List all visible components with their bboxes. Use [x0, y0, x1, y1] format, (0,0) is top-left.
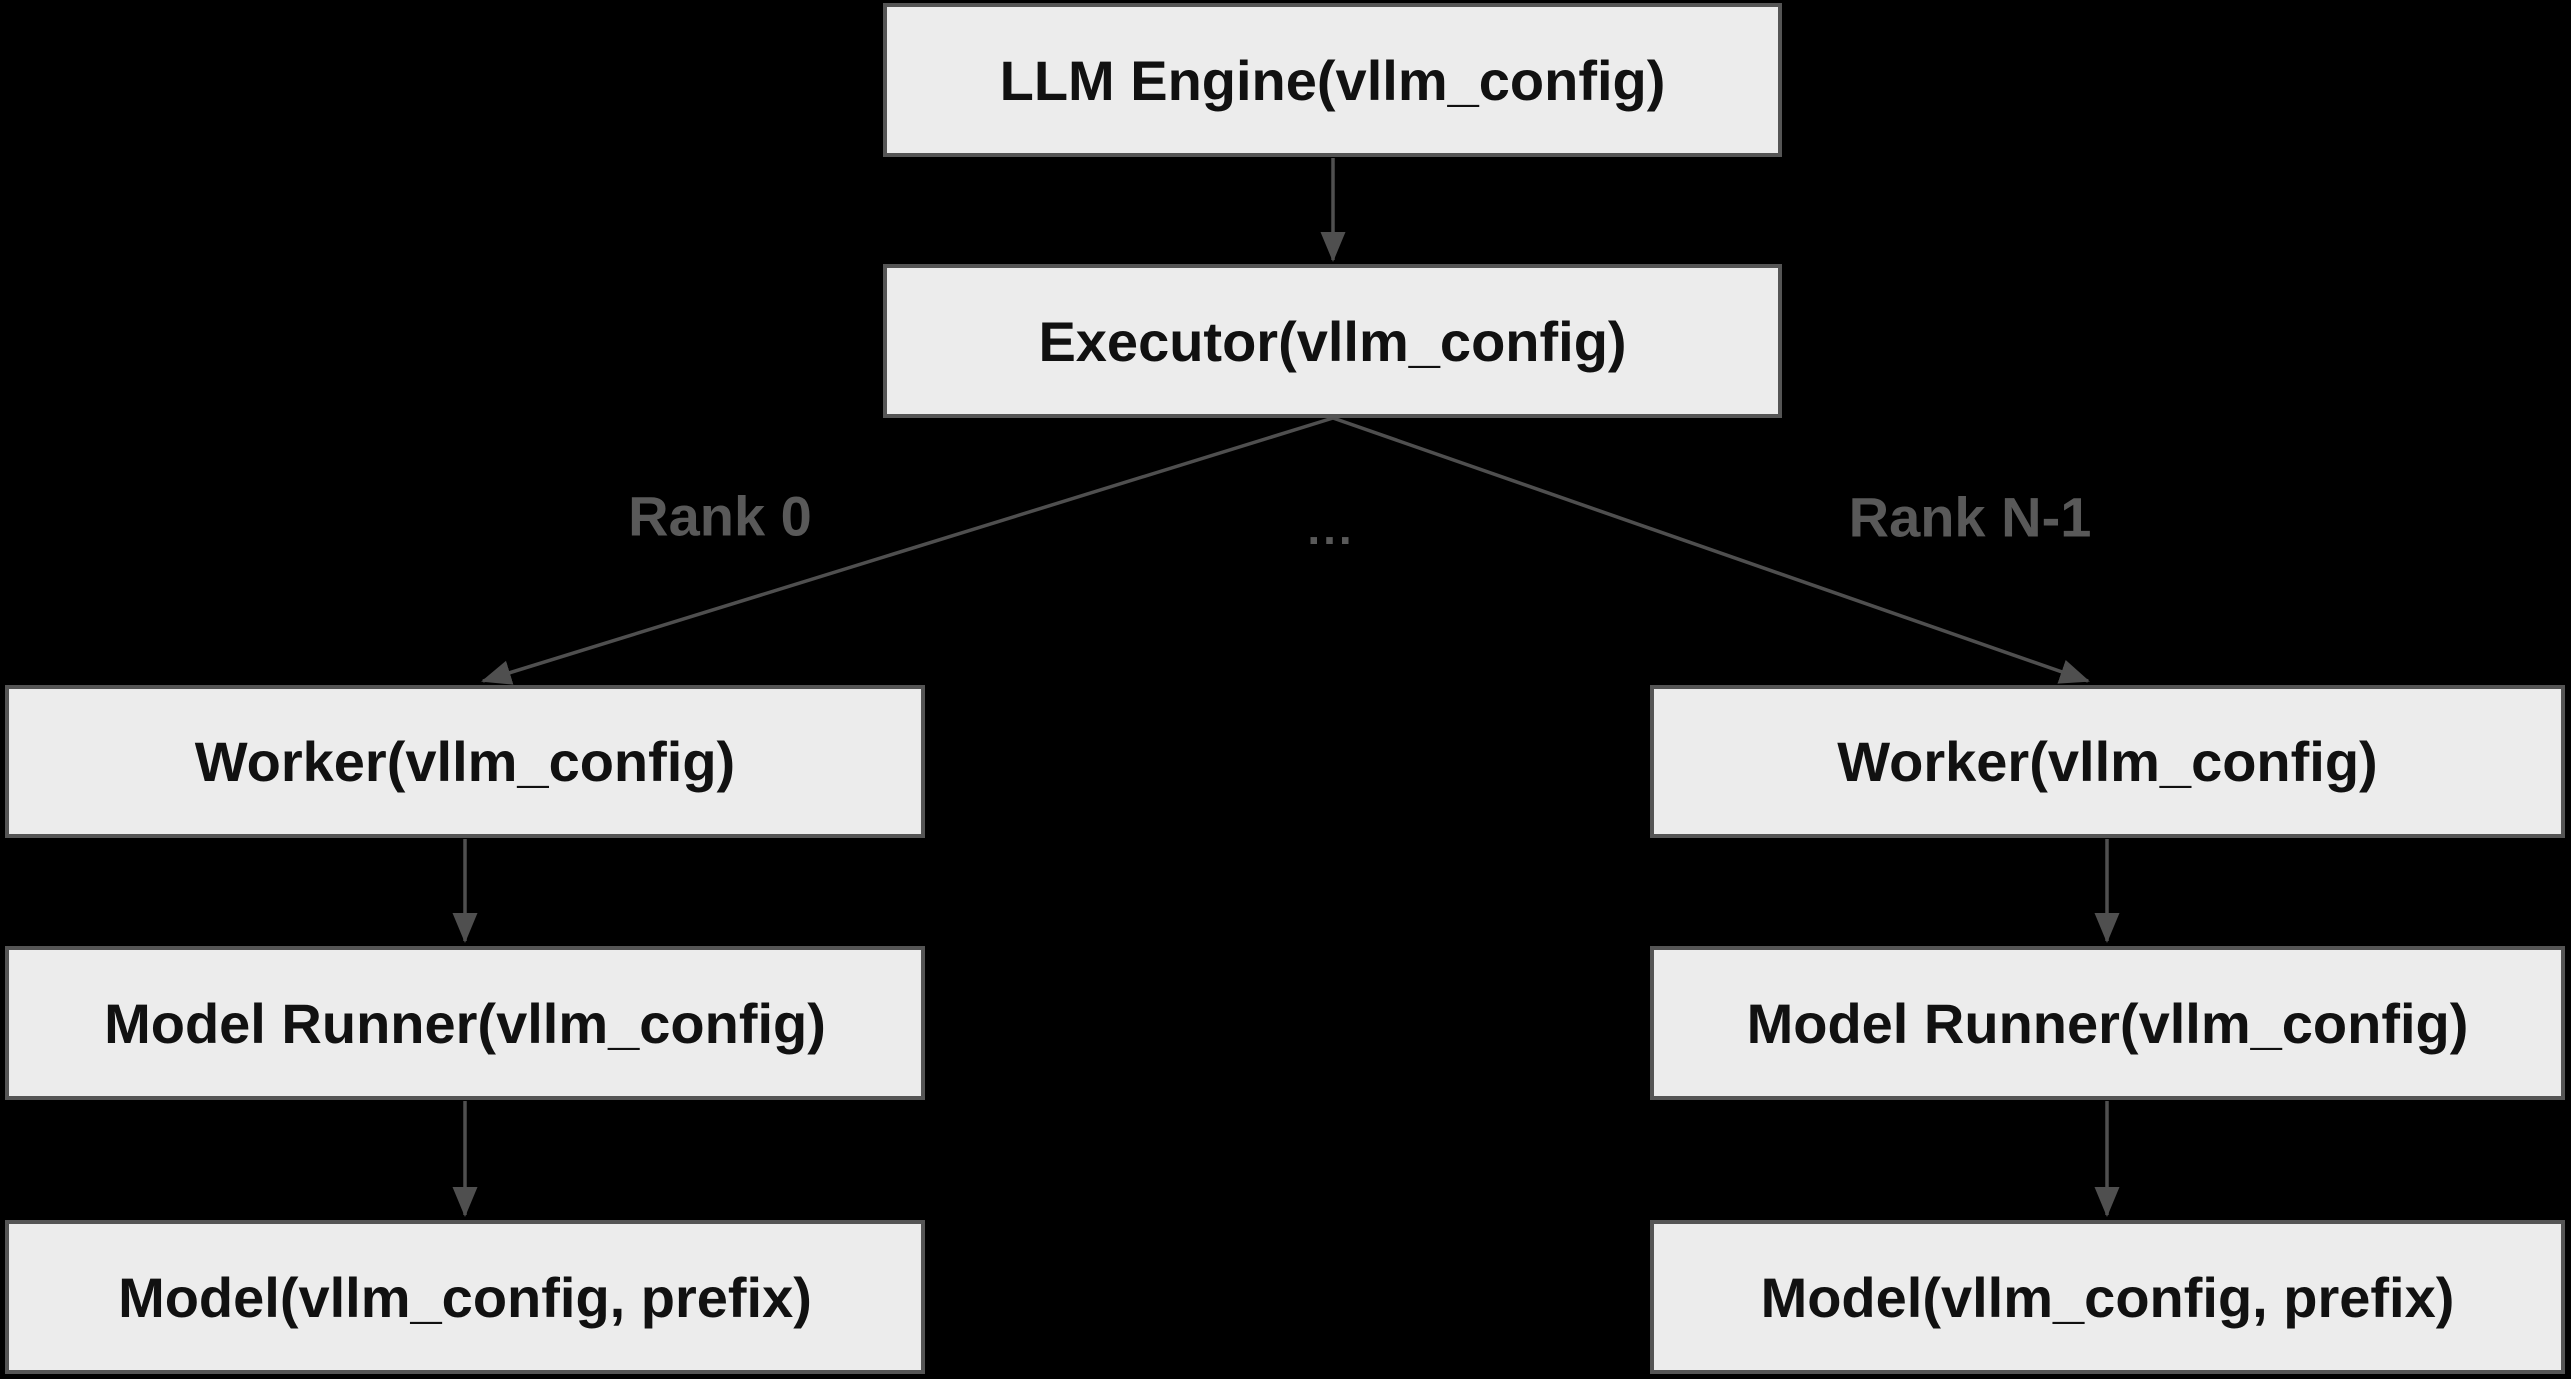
edge-label-rank-0: Rank 0: [628, 484, 812, 548]
node-worker-left-label: Worker(vllm_config): [194, 730, 736, 793]
edge-label-ellipsis: ...: [1307, 502, 1355, 554]
node-worker-right: Worker(vllm_config): [1650, 685, 2565, 838]
node-model-left: Model(vllm_config, prefix): [5, 1220, 925, 1374]
edge-executor-to-worker-right: [1332, 416, 2090, 684]
edge-executor-to-worker-left: [481, 416, 1334, 685]
node-llm-engine: LLM Engine(vllm_config): [883, 3, 1782, 157]
node-model-left-label: Model(vllm_config, prefix): [118, 1265, 812, 1329]
node-model-runner-left-label: Model Runner(vllm_config): [104, 991, 826, 1055]
node-worker-right-label: Worker(vllm_config): [1837, 730, 2378, 793]
node-model-runner-right-label: Model Runner(vllm_config): [1746, 991, 2469, 1055]
node-executor: Executor(vllm_config): [883, 264, 1782, 418]
node-model-right: Model(vllm_config, prefix): [1650, 1220, 2565, 1374]
edge-label-rank-n-1: Rank N-1: [1848, 485, 2092, 549]
node-model-right-label: Model(vllm_config, prefix): [1760, 1265, 2455, 1329]
node-llm-engine-label: LLM Engine(vllm_config): [999, 48, 1666, 112]
node-executor-label: Executor(vllm_config): [1038, 309, 1627, 373]
node-model-runner-right: Model Runner(vllm_config): [1650, 946, 2565, 1100]
node-model-runner-left: Model Runner(vllm_config): [5, 946, 925, 1100]
node-worker-left: Worker(vllm_config): [5, 685, 925, 838]
